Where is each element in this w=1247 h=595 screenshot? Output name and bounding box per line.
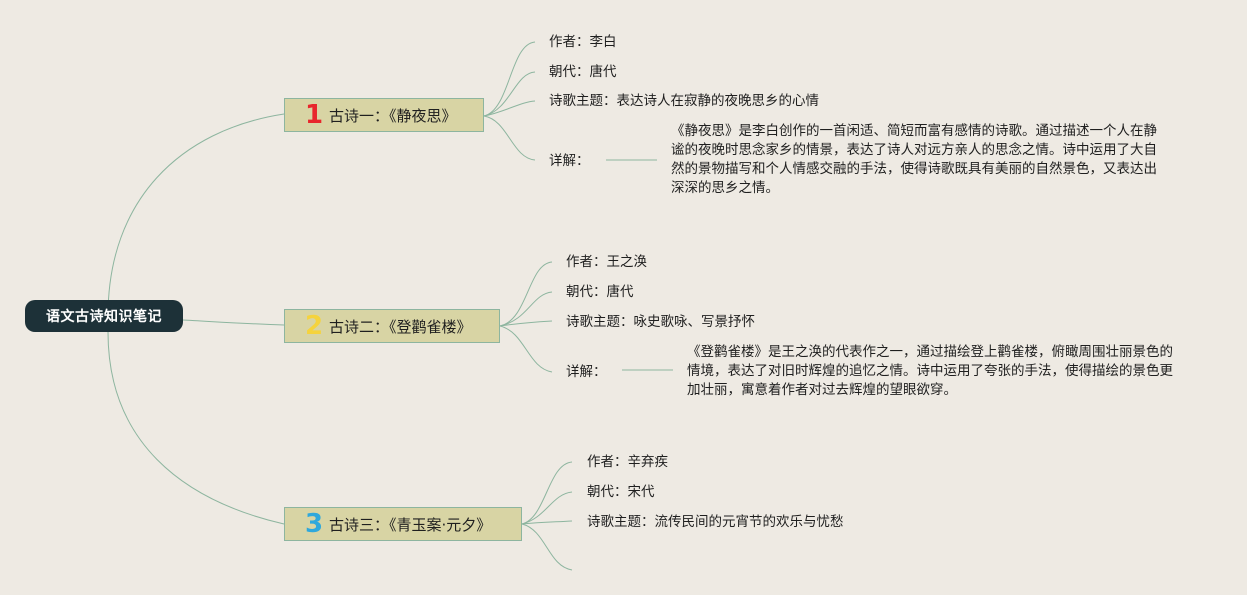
branch-2-author[interactable]: 作者：王之涣 — [566, 254, 647, 270]
branch-2-detail-label[interactable]: 详解： — [566, 364, 607, 380]
branch-title: 古诗一：《静夜思》 — [329, 106, 457, 125]
b2-to-detail — [499, 325, 553, 373]
branch-title: 古诗二：《登鹳雀楼》 — [329, 317, 472, 336]
b1-to-theme — [483, 100, 536, 117]
b1-to-detail — [483, 115, 536, 161]
b2-to-theme — [499, 320, 553, 327]
branch-3-author[interactable]: 作者：辛弃疾 — [587, 454, 668, 470]
number-3-icon: 3 — [304, 509, 324, 539]
branch-2-dynasty[interactable]: 朝代：唐代 — [566, 284, 634, 300]
branch-2-detail-text[interactable]: 《登鹳雀楼》是王之涣的代表作之一，通过描绘登上鹳雀楼，俯瞰周围壮丽景色的情境，表… — [687, 344, 1173, 398]
root-node[interactable]: 语文古诗知识笔记 — [25, 300, 183, 332]
branch-1-theme[interactable]: 诗歌主题：表达诗人在寂静的夜晚思乡的心情 — [549, 93, 819, 109]
b2-to-author — [499, 261, 553, 327]
branch-title: 古诗三：《青玉案·元夕》 — [329, 515, 492, 534]
b3-to-theme — [521, 520, 573, 525]
branch-node-3[interactable]: 3 古诗三：《青玉案·元夕》 — [284, 507, 522, 541]
branch-1-detail-label[interactable]: 详解： — [549, 153, 590, 169]
number-2-icon: 2 — [304, 311, 324, 341]
root-to-branch-1 — [107, 113, 285, 317]
b1-to-dynasty — [483, 71, 536, 117]
root-to-branch-2 — [182, 319, 285, 326]
root-to-branch-3 — [107, 331, 285, 525]
branch-3-theme[interactable]: 诗歌主题：流传民间的元宵节的欢乐与忧愁 — [587, 514, 844, 530]
branch-1-dynasty[interactable]: 朝代：唐代 — [549, 64, 617, 80]
branch-1-detail-text[interactable]: 《静夜思》是李白创作的一首闲适、简短而富有感情的诗歌。通过描述一个人在静谧的夜晚… — [671, 123, 1157, 196]
b1-to-author — [483, 41, 536, 117]
b2-to-dynasty — [499, 291, 553, 327]
b3-to-author — [521, 461, 573, 525]
number-1-icon: 1 — [304, 100, 324, 130]
root-title: 语文古诗知识笔记 — [46, 309, 162, 325]
b3-to-dynasty — [521, 491, 573, 525]
b3-to-empty — [521, 523, 573, 571]
branch-1-author[interactable]: 作者：李白 — [549, 34, 617, 50]
branch-node-2[interactable]: 2 古诗二：《登鹳雀楼》 — [284, 309, 500, 343]
branch-node-1[interactable]: 1 古诗一：《静夜思》 — [284, 98, 484, 132]
branch-3-dynasty[interactable]: 朝代：宋代 — [587, 484, 655, 500]
branch-2-theme[interactable]: 诗歌主题：咏史歌咏、写景抒怀 — [566, 314, 755, 330]
